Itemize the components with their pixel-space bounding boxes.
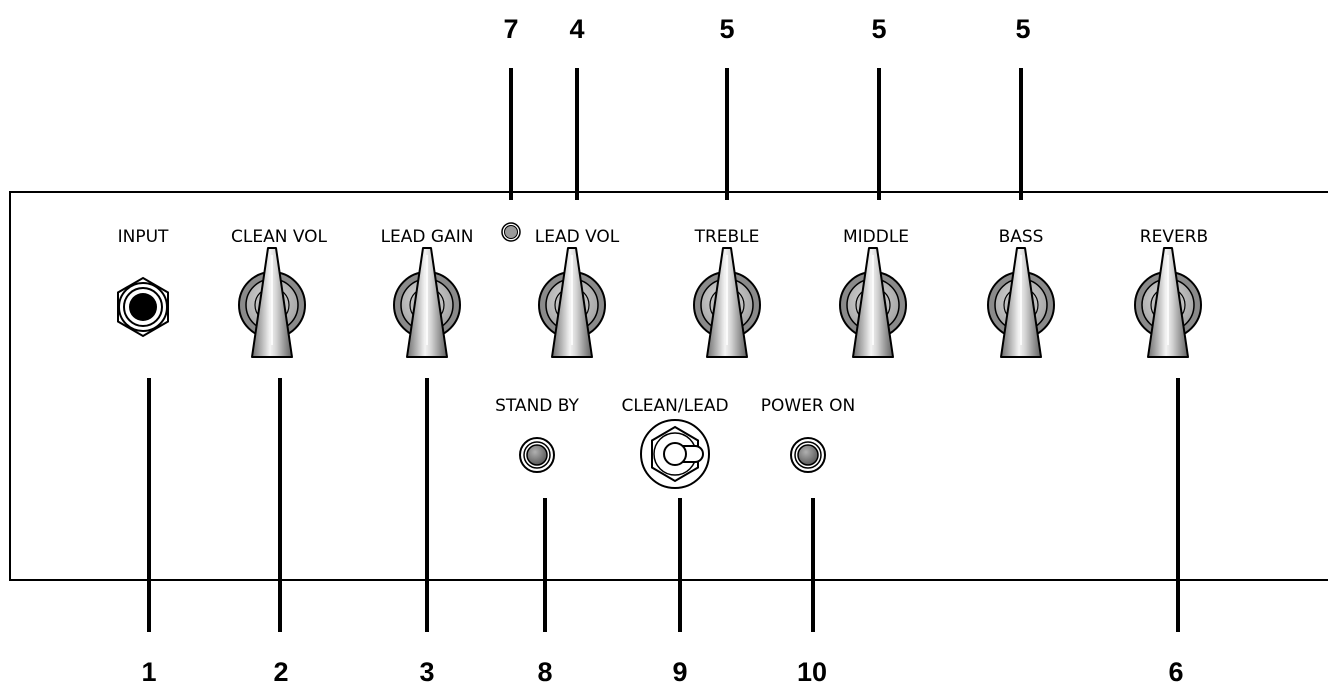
lead-vol-label: LEAD VOL [535,227,620,247]
callout-10: 10 [797,657,827,684]
callout-5-bass: 5 [1015,14,1030,44]
knob-icon [693,247,761,358]
middle-label: MIDDLE [843,227,909,247]
clean-lead-label: CLEAN/LEAD [621,396,728,416]
knob-icon [1134,247,1202,358]
treble-label: TREBLE [694,227,760,247]
reverb-knob[interactable] [1134,247,1202,358]
callout-7: 7 [503,14,518,44]
knob-icon [393,247,461,358]
callout-5-middle: 5 [871,14,886,44]
knob-icon [238,247,306,358]
callout-4: 4 [569,14,584,44]
callout-3: 3 [419,657,434,684]
lead-vol-knob[interactable] [538,247,606,358]
input-jack-icon[interactable] [117,276,169,338]
bass-label: BASS [999,227,1044,247]
led-indicator-icon [501,222,521,242]
clean-vol-knob[interactable] [238,247,306,358]
knob-icon [987,247,1055,358]
callout-9: 9 [672,657,687,684]
callout-6: 6 [1168,657,1183,684]
stand-by-label: STAND BY [495,396,579,416]
power-on-lamp-icon [790,437,826,473]
callout-5-treble: 5 [719,14,734,44]
callout-8: 8 [537,657,552,684]
bass-knob[interactable] [987,247,1055,358]
toggle-switch-icon[interactable] [640,419,710,489]
reverb-label: REVERB [1140,227,1208,247]
input-label: INPUT [118,227,169,247]
power-on-label: POWER ON [761,396,856,416]
clean-vol-label: CLEAN VOL [231,227,328,247]
stand-by-switch-icon[interactable] [519,437,555,473]
lead-gain-knob[interactable] [393,247,461,358]
knob-icon [538,247,606,358]
callout-1: 1 [141,657,156,684]
middle-knob[interactable] [839,247,907,358]
lead-gain-label: LEAD GAIN [381,227,474,247]
knob-icon [839,247,907,358]
callout-2: 2 [273,657,288,684]
treble-knob[interactable] [693,247,761,358]
panel-outline [9,191,1328,581]
